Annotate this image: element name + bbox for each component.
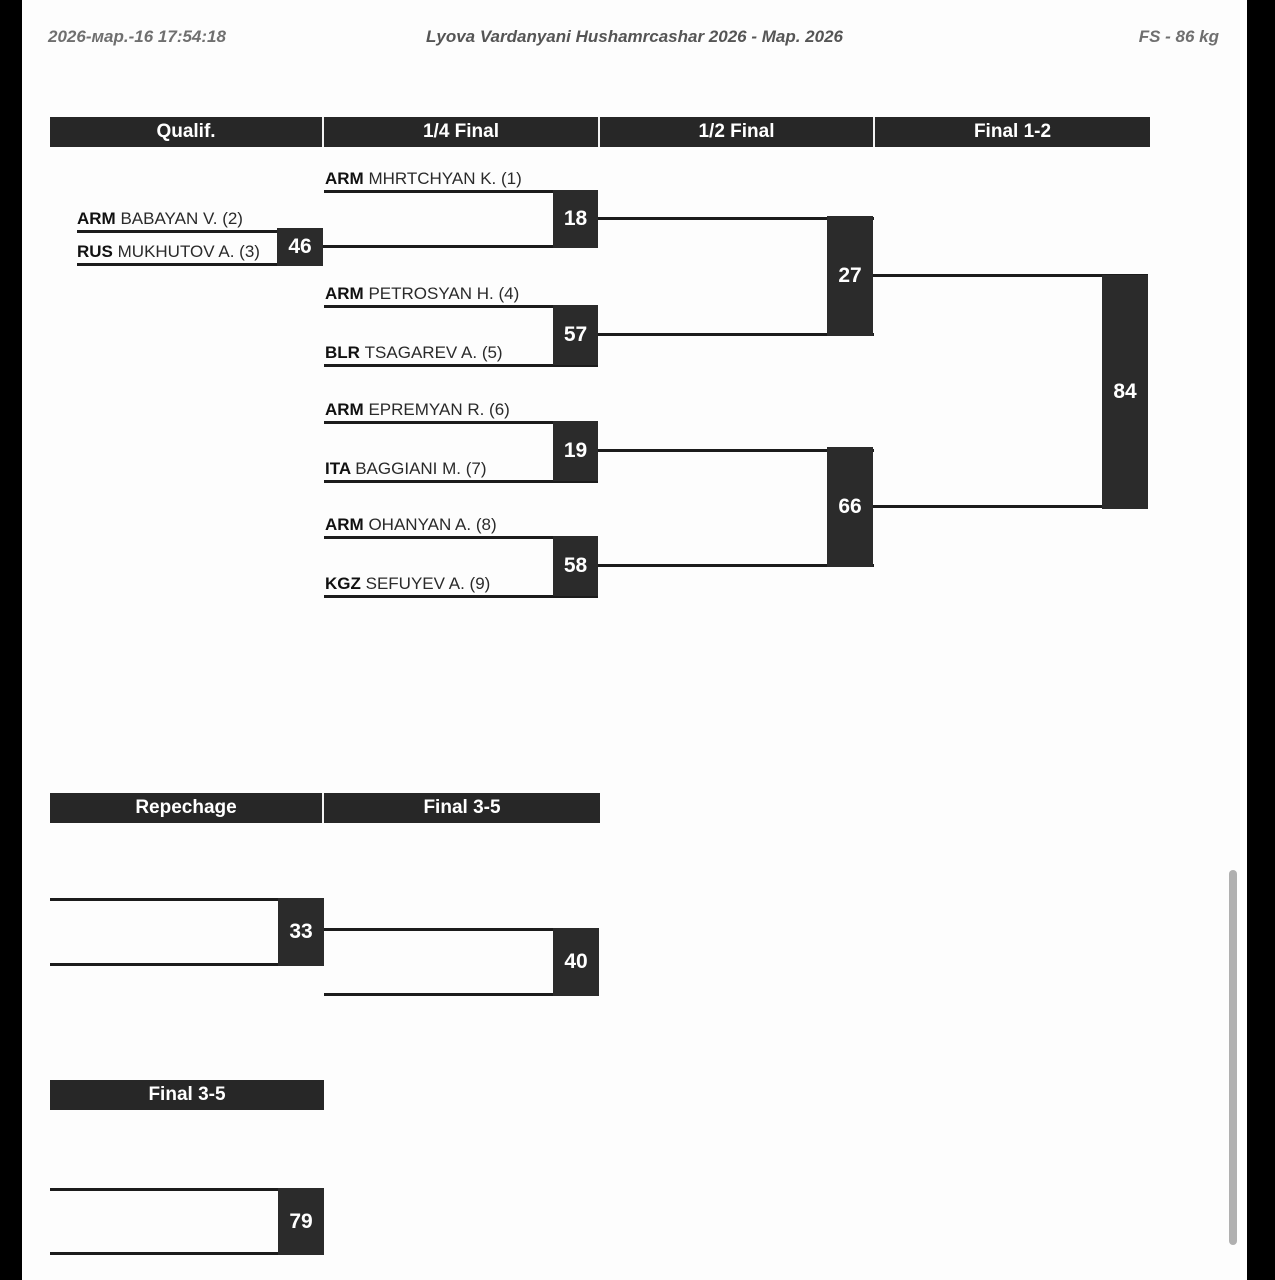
semifinal-2-score-box[interactable]: 66 bbox=[827, 447, 873, 567]
semifinal-1-score-box[interactable]: 27 bbox=[827, 216, 873, 336]
qualif-line-bottom bbox=[77, 263, 323, 266]
final35-lower-line-top bbox=[50, 1188, 324, 1191]
qf3-to-semi-connector bbox=[598, 449, 874, 452]
qf1-score-box[interactable]: 18 bbox=[553, 190, 598, 248]
qf2-competitor-bottom: BLR TSAGAREV A. (5) bbox=[325, 343, 503, 363]
final35-upper-line-bottom bbox=[324, 993, 598, 996]
qf2-line-top bbox=[324, 305, 598, 308]
qf1-line-bottom bbox=[324, 245, 598, 248]
qf2-score-box[interactable]: 57 bbox=[553, 305, 598, 365]
event-title: Lyova Vardanyani Hushamrcashar 2026 - Ma… bbox=[425, 27, 843, 46]
column-header-repechage: Repechage bbox=[50, 793, 324, 823]
qualif-competitor-bottom: RUS MUKHUTOV A. (3) bbox=[77, 242, 260, 262]
report-timestamp: 2026-мар.-16 17:54:18 bbox=[48, 27, 226, 46]
country-code: ARM bbox=[77, 209, 121, 228]
country-code: BLR bbox=[325, 343, 365, 362]
weight-category: FS - 86 kg bbox=[1138, 27, 1219, 46]
qf3-competitor-bottom: ITA BAGGIANI M. (7) bbox=[325, 459, 487, 479]
final35-lower-score-box[interactable]: 79 bbox=[278, 1188, 324, 1255]
column-header-final-3-5: Final 3-5 bbox=[423, 797, 501, 818]
qf4-to-semi-connector bbox=[598, 564, 874, 567]
competitor-name: MUKHUTOV A. (3) bbox=[117, 242, 260, 261]
qf4-score-box[interactable]: 58 bbox=[553, 536, 598, 596]
qf3-competitor-top: ARM EPREMYAN R. (6) bbox=[325, 400, 510, 420]
scrollbar-thumb[interactable] bbox=[1229, 870, 1237, 1245]
country-code: ARM bbox=[325, 400, 369, 419]
qf3-score-box[interactable]: 19 bbox=[553, 421, 598, 481]
qf3-line-bottom bbox=[324, 480, 598, 483]
final35-lower-line-bottom bbox=[50, 1252, 324, 1255]
final35-header-bar: Final 3-5 bbox=[50, 1080, 324, 1110]
country-code: RUS bbox=[77, 242, 118, 261]
qualif-line-top bbox=[77, 230, 323, 233]
repechage-score-box[interactable]: 33 bbox=[278, 898, 324, 966]
repechage-header-bar: Repechage Final 3-5 bbox=[50, 793, 600, 823]
column-header-final-3-5-lower: Final 3-5 bbox=[148, 1084, 226, 1105]
qf4-competitor-top: ARM OHANYAN A. (8) bbox=[325, 515, 497, 535]
competitor-name: PETROSYAN H. (4) bbox=[368, 284, 520, 303]
repechage-line-bottom bbox=[50, 963, 324, 966]
competitor-name: BABAYAN V. (2) bbox=[120, 209, 243, 228]
final35-upper-line-top bbox=[324, 928, 598, 931]
qualif-competitor-top: ARM BABAYAN V. (2) bbox=[77, 209, 243, 229]
competitor-name: MHRTCHYAN K. (1) bbox=[368, 169, 522, 188]
final35-upper-score-box[interactable]: 40 bbox=[553, 928, 599, 996]
qf2-line-bottom bbox=[324, 364, 598, 367]
semi1-to-final-connector bbox=[873, 274, 1148, 277]
column-header-quarter: 1/4 Final bbox=[324, 117, 600, 147]
country-code: ARM bbox=[325, 169, 369, 188]
qf2-to-semi-connector bbox=[598, 333, 874, 336]
country-code: ITA bbox=[325, 459, 356, 478]
semi2-to-final-connector bbox=[873, 505, 1148, 508]
column-header-qualif: Qualif. bbox=[50, 117, 324, 147]
qf4-line-top bbox=[324, 536, 598, 539]
qf2-competitor-top: ARM PETROSYAN H. (4) bbox=[325, 284, 519, 304]
competitor-name: BAGGIANI M. (7) bbox=[355, 459, 487, 478]
repechage-line-top bbox=[50, 898, 324, 901]
qf3-line-top bbox=[324, 421, 598, 424]
qf1-to-semi-connector bbox=[598, 217, 874, 220]
competitor-name: OHANYAN A. (8) bbox=[368, 515, 497, 534]
qf1-competitor-top: ARM MHRTCHYAN K. (1) bbox=[325, 169, 522, 189]
country-code: ARM bbox=[325, 284, 369, 303]
column-header-semi: 1/2 Final bbox=[600, 117, 875, 147]
main-bracket-header-bar: Qualif. 1/4 Final 1/2 Final Final 1-2 bbox=[50, 117, 1150, 147]
qf4-line-bottom bbox=[324, 595, 598, 598]
competitor-name: TSAGAREV A. (5) bbox=[364, 343, 503, 362]
column-header-final: Final 1-2 bbox=[973, 121, 1052, 142]
competitor-name: EPREMYAN R. (6) bbox=[368, 400, 510, 419]
vertical-scrollbar[interactable] bbox=[1229, 865, 1237, 1255]
qf4-competitor-bottom: KGZ SEFUYEV A. (9) bbox=[325, 574, 490, 594]
competitor-name: SEFUYEV A. (9) bbox=[365, 574, 491, 593]
country-code: ARM bbox=[325, 515, 369, 534]
qf1-line-top bbox=[324, 190, 598, 193]
qualif-score-box[interactable]: 46 bbox=[277, 228, 323, 266]
page-sheet: 2026-мар.-16 17:54:18 Lyova Vardanyani H… bbox=[22, 0, 1247, 1280]
country-code: KGZ bbox=[325, 574, 366, 593]
final-1-2-score-box[interactable]: 84 bbox=[1102, 275, 1148, 509]
